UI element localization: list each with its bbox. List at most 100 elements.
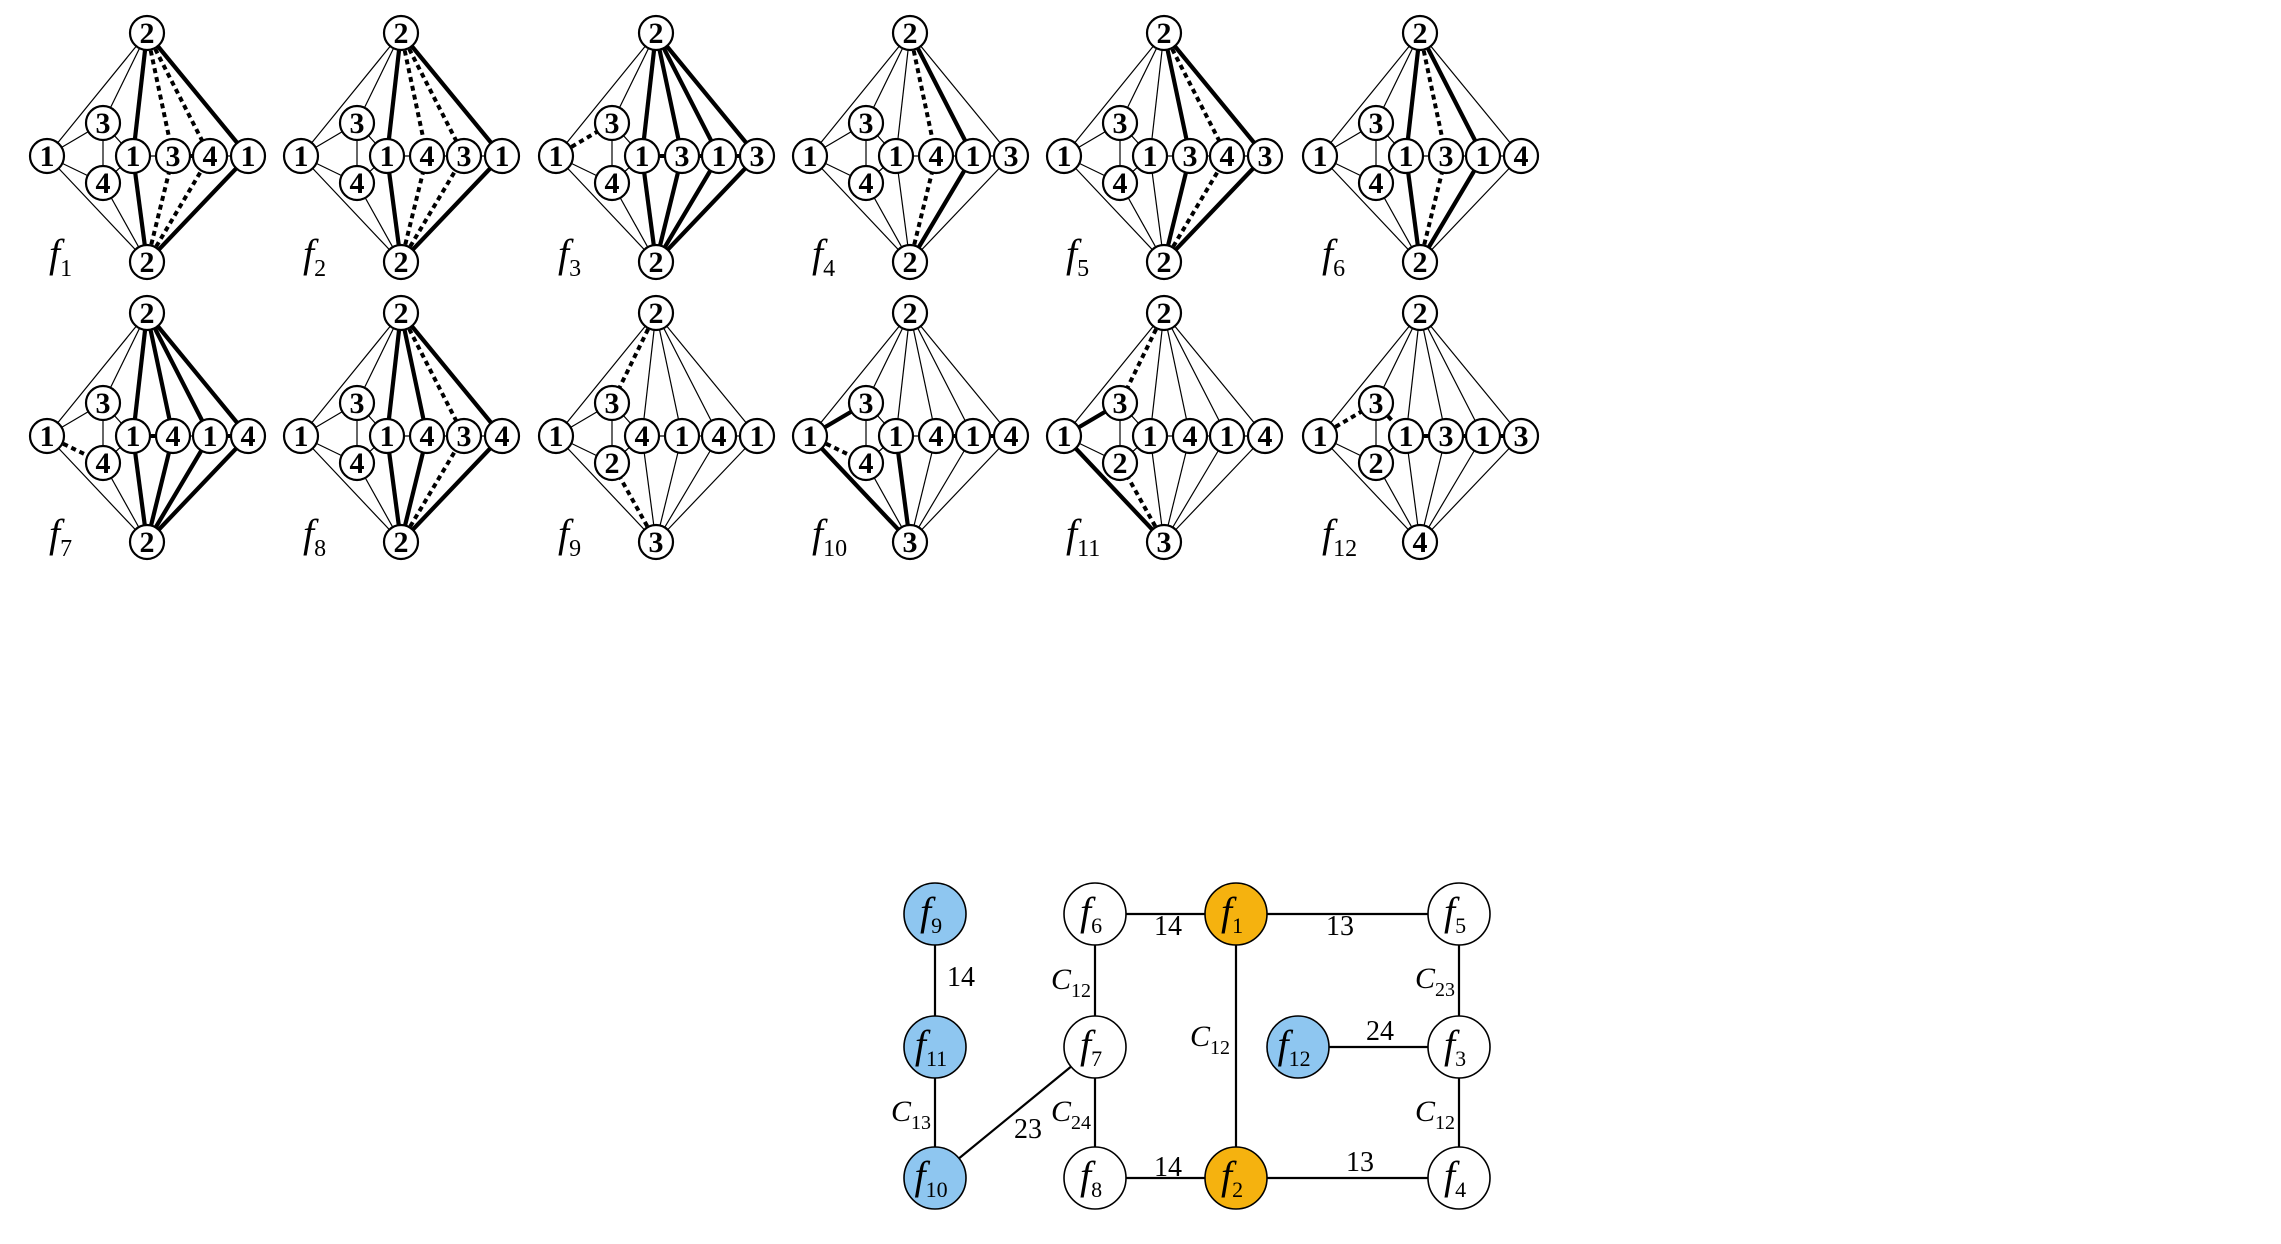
bottom-edge [1062,434,1166,544]
inner-top-vertex-circle [84,104,122,142]
edge-label: 14 [947,962,975,993]
middle-vertex-circle [1208,137,1246,175]
bottom-edge [655,435,683,543]
middle-vertex-label: 1 [241,140,256,173]
bottom-edge [654,154,759,264]
top-vertex: 2 [128,294,166,332]
top-edge [555,32,657,157]
inner-top-vertex-label: 3 [605,107,620,140]
middle-vertex-circle [1427,137,1465,175]
middle-vertex-label: 1 [1476,420,1491,453]
top-edge [300,32,402,157]
top-vertex-circle [128,14,166,52]
inner-bottom-vertex-label: 4 [859,167,874,200]
top-edge [909,32,1012,157]
left-vertex-label: 1 [1313,140,1328,173]
top-vertex-label: 2 [394,17,409,50]
bottom-edge [46,435,148,543]
middle-vertex-circle [1502,417,1540,455]
middle-vertex-circle [738,137,776,175]
top-edge [895,312,911,437]
middle-vertex-circle [1246,417,1284,455]
middle-vertex: 4 [191,137,229,175]
middle-vertex-label: 3 [1258,140,1273,173]
middle-vertex-circle [992,137,1030,175]
top-vertex-label: 2 [903,17,918,50]
bottom-vertex-label: 4 [1413,526,1428,559]
middle-vertex: 4 [917,417,955,455]
graph-node-circle [1063,882,1127,946]
top-edge [653,32,685,157]
middle-vertex-label: 1 [203,420,218,453]
bottom-vertex: 2 [382,523,420,561]
middle-vertex-label: 4 [420,420,435,453]
inner-bottom-vertex-label: 4 [350,447,365,480]
top-edge [384,32,404,157]
middle-vertex-circle [408,417,446,455]
top-edge [908,32,938,157]
edge-label: 13 [1346,1147,1374,1178]
middle-vertex-label: 1 [495,140,510,173]
top-edge [1063,312,1165,437]
inner-bottom-vertex-circle [1357,164,1395,202]
middle-vertex-label: 3 [1183,140,1198,173]
inner-top-vertex-label: 3 [1369,387,1384,420]
graph-node-f5: f5 [1427,882,1491,946]
inner-bottom-vertex-label: 4 [96,167,111,200]
inner-bottom-vertex: 4 [593,164,631,202]
middle-vertex-circle [114,137,152,175]
inner-top-vertex: 3 [593,384,631,422]
middle-vertex-circle [1387,417,1425,455]
middle-vertex-label: 1 [635,140,650,173]
inner-top-vertex-label: 3 [350,107,365,140]
left-vertex: 1 [28,417,66,455]
bottom-vertex: 3 [891,523,929,561]
inner-bottom-vertex: 2 [593,444,631,482]
top-edge [1319,312,1421,437]
left-vertex: 1 [1045,137,1083,175]
middle-vertex-circle [877,417,915,455]
middle-vertex: 1 [114,417,152,455]
middle-vertex-circle [623,137,661,175]
middle-vertex-circle [1208,417,1246,455]
top-edge [399,32,429,157]
inner-top-vertex-label: 3 [859,107,874,140]
inner-top-vertex-circle [847,104,885,142]
inner-top-vertex-label: 3 [1113,387,1128,420]
inner-top-vertex-label: 3 [96,387,111,420]
middle-vertex-circle [1387,137,1425,175]
left-vertex: 1 [28,137,66,175]
bottom-edge [1163,435,1228,543]
top-edge [1162,32,1229,157]
middle-vertex-circle [1246,137,1284,175]
edge-label: C12 [1190,1020,1230,1059]
bottom-edge [1163,435,1191,543]
middle-vertex: 4 [1171,417,1209,455]
inner-bottom-vertex-circle [338,444,376,482]
bottom-vertex-label: 2 [903,246,918,279]
middle-vertex: 4 [229,417,267,455]
middle-vertex: 1 [954,417,992,455]
top-edge [909,312,1012,437]
middle-vertex: 3 [663,137,701,175]
inner-top-vertex: 3 [84,384,122,422]
top-edge [1163,312,1228,437]
middle-vertex-circle [191,137,229,175]
left-vertex-label: 1 [549,140,564,173]
top-vertex-circle [1145,14,1183,52]
middle-vertex: 3 [1427,417,1465,455]
panel-label: f12 [1322,511,1357,562]
middle-vertex-label: 3 [1004,140,1019,173]
bottom-edge [654,154,721,264]
middle-vertex: 1 [114,137,152,175]
inner-bottom-vertex-circle [84,164,122,202]
inner-top-vertex-label: 3 [1113,107,1128,140]
bottom-vertex: 3 [1145,523,1183,561]
bottom-edge [46,155,148,263]
top-vertex-label: 2 [140,297,155,330]
bottom-edge [1162,154,1229,264]
